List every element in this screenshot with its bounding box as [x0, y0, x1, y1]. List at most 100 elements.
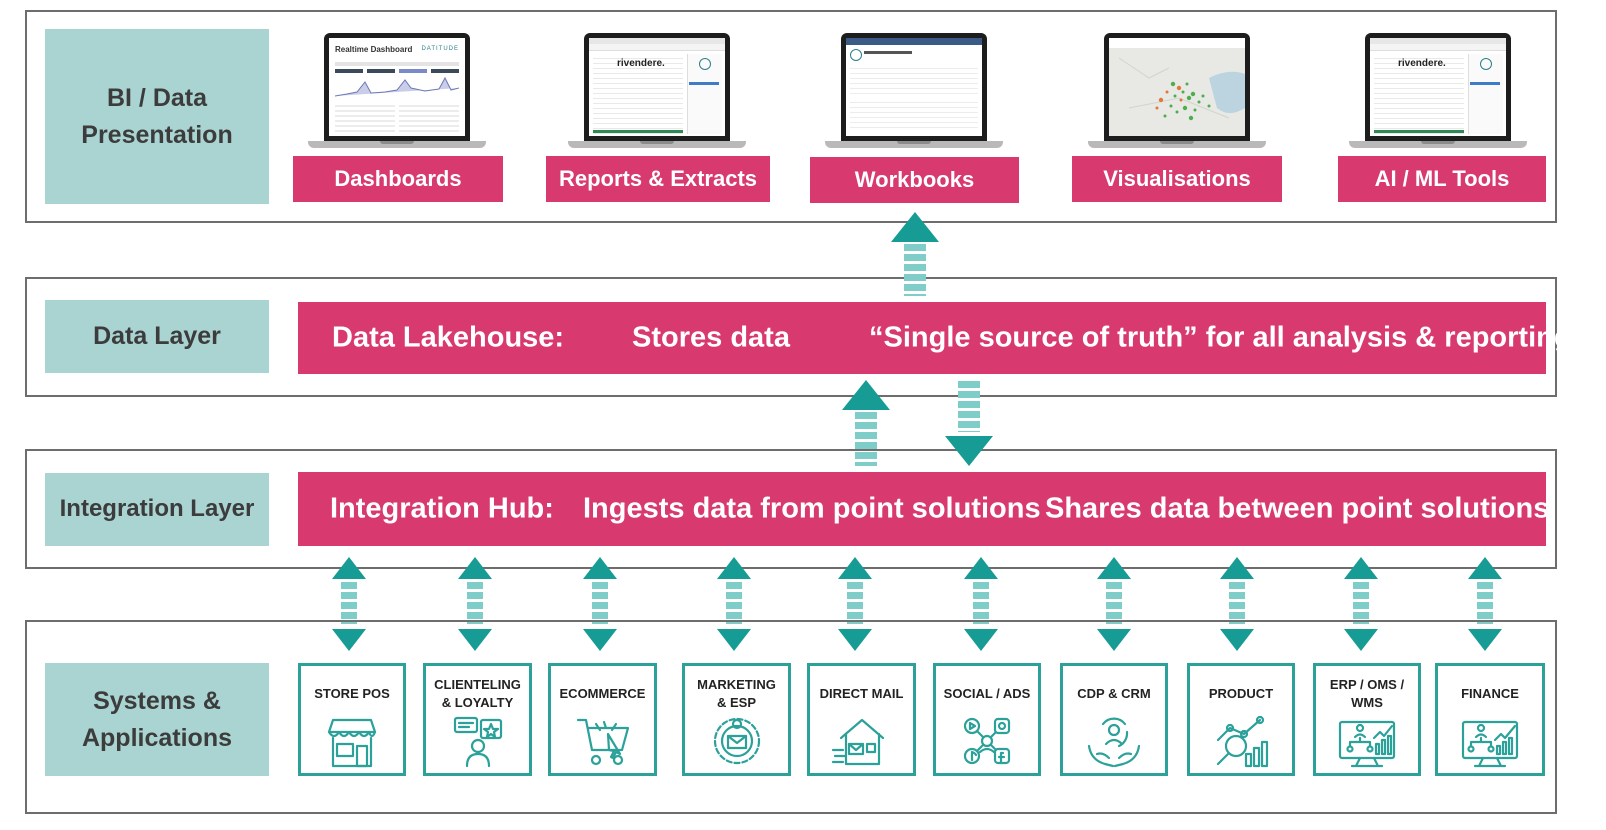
report-screen-brand: rivendere. — [1398, 58, 1446, 69]
arrow-shaft-stripe — [726, 602, 742, 609]
email-marketing-icon — [713, 717, 760, 765]
system-direct-mail: DIRECT MAIL — [807, 663, 916, 776]
system-finance: FINANCE — [1435, 663, 1545, 776]
integration-layer-label: Integration Layer — [45, 473, 269, 546]
arrow-shaft-stripe — [973, 602, 989, 609]
system-label: PRODUCT — [1208, 686, 1274, 701]
reports-extracts-label: Reports & Extracts — [546, 156, 770, 202]
arrow-shaft-stripe — [1106, 592, 1122, 599]
arrow-shaft-stripe — [847, 592, 863, 599]
system-ecommerce: ECOMMERCE — [548, 663, 657, 776]
system-erp-oms-wms: ERP / OMS / WMS — [1313, 663, 1421, 776]
system-store-pos: STORE POS — [298, 663, 406, 776]
systems-layer-label: Systems & Applications — [45, 663, 269, 776]
arrow-shaft-stripe — [847, 602, 863, 609]
arrow-shaft-stripe — [341, 602, 357, 609]
data-lakehouse-title: Data Lakehouse: — [332, 321, 565, 354]
arrow-shaft-stripe — [1477, 602, 1493, 609]
arrow-shaft-stripe — [1353, 592, 1369, 599]
arrow-shaft-stripe — [1353, 582, 1369, 589]
arrow-shaft-stripe — [1106, 612, 1122, 619]
system-label: ECOMMERCE — [559, 686, 646, 701]
arrow-shaft-stripe — [341, 592, 357, 599]
arrow-shaft-stripe — [467, 602, 483, 609]
system-social-ads: SOCIAL / ADS — [933, 663, 1041, 776]
arrow-shaft-stripe — [467, 582, 483, 589]
visualisations-laptop-image — [1088, 33, 1266, 153]
arrow-shaft-stripe — [467, 592, 483, 599]
workbooks-laptop-image — [825, 33, 1003, 153]
bi-presentation-layer-label: BI / Data Presentation — [45, 29, 269, 204]
arrow-shaft-stripe — [904, 264, 926, 271]
arrow-shaft-stripe — [592, 612, 608, 619]
org-chart-icon — [1338, 720, 1396, 768]
loyalty-icon — [453, 716, 502, 768]
dashboard-screen-title: Realtime Dashboard — [335, 45, 413, 54]
arrow-shaft-stripe — [1477, 582, 1493, 589]
system-label: DIRECT MAIL — [819, 686, 904, 701]
system-marketing-esp: MARKETING & ESP — [682, 663, 791, 776]
data-lakehouse-truth: “Single source of truth” for all analysi… — [869, 321, 1572, 354]
arrow-shaft-stripe — [958, 411, 980, 418]
integration-hub-title: Integration Hub: — [330, 492, 554, 525]
arrow-shaft-stripe — [726, 592, 742, 599]
bi-presentation-layer — [25, 10, 1557, 223]
arrow-shaft-stripe — [467, 612, 483, 619]
dashboards-laptop-image: Realtime Dashboard DATITUDE — [308, 33, 486, 153]
arrow-shaft-stripe — [1229, 602, 1245, 609]
arrow-shaft-stripe — [847, 582, 863, 589]
system-label: STORE POS — [314, 686, 390, 701]
dashboards-label: Dashboards — [293, 156, 503, 202]
arrow-shaft-stripe — [958, 421, 980, 428]
arrow-shaft-stripe — [726, 612, 742, 619]
system-label: ERP / OMS / WMS — [1329, 677, 1405, 710]
arrow-shaft-stripe — [592, 592, 608, 599]
arrow-shaft-stripe — [726, 582, 742, 589]
systems-layer — [25, 620, 1557, 814]
arrow-shaft-stripe — [592, 602, 608, 609]
social-network-icon — [963, 717, 1011, 765]
visualisations-label: Visualisations — [1072, 156, 1282, 202]
data-layer-label: Data Layer — [45, 300, 269, 373]
arrow-shaft-stripe — [1229, 582, 1245, 589]
system-label: CDP & CRM — [1077, 686, 1151, 701]
system-cdp-crm: CDP & CRM — [1060, 663, 1168, 776]
arrow-shaft-stripe — [847, 612, 863, 619]
integration-hub-bar: Integration Hub: Ingests data from point… — [298, 472, 1550, 546]
arrow-shaft-stripe — [855, 412, 877, 419]
data-lakehouse-stores: Stores data — [632, 321, 790, 354]
product-analytics-icon — [1216, 715, 1269, 768]
data-lakehouse-bar: Data Lakehouse: Stores data “Single sour… — [298, 302, 1572, 374]
arrow-shaft-stripe — [904, 254, 926, 261]
arrow-shaft-stripe — [855, 422, 877, 429]
finance-chart-icon — [1461, 720, 1519, 768]
arrow-shaft-stripe — [1353, 612, 1369, 619]
arrow-shaft-stripe — [592, 582, 608, 589]
integration-hub-shares: Shares data between point solutions — [1045, 492, 1550, 525]
house-mail-icon — [831, 718, 884, 766]
shopping-cart-icon — [576, 718, 629, 766]
arrow-shaft-stripe — [973, 592, 989, 599]
arrow-shaft-stripe — [973, 582, 989, 589]
arrow-shaft-stripe — [1353, 602, 1369, 609]
arrow-shaft-stripe — [958, 431, 980, 432]
arrow-shaft-stripe — [1229, 592, 1245, 599]
arrow-shaft-stripe — [341, 612, 357, 619]
ai-ml-tools-label: AI / ML Tools — [1338, 156, 1546, 202]
reports-extracts-laptop-image: rivendere. — [568, 33, 746, 153]
dashboard-screen-brand: DATITUDE — [421, 46, 459, 52]
arrow-shaft-stripe — [341, 582, 357, 589]
workbooks-label: Workbooks — [810, 157, 1019, 203]
arrow-shaft-stripe — [855, 432, 877, 439]
integration-hub-ingests: Ingests data from point solutions — [583, 492, 1041, 525]
arrow-shaft-stripe — [958, 401, 980, 408]
system-clienteling-loyalty: CLIENTELING & LOYALTY — [423, 663, 532, 776]
customer-care-icon — [1087, 717, 1141, 768]
arrow-shaft-stripe — [1106, 582, 1122, 589]
arrow-shaft-stripe — [1106, 602, 1122, 609]
storefront-icon — [327, 718, 377, 768]
arrow-shaft-stripe — [1477, 612, 1493, 619]
arrow-shaft-stripe — [1477, 592, 1493, 599]
system-label: SOCIAL / ADS — [943, 686, 1031, 701]
arrow-shaft-stripe — [1229, 612, 1245, 619]
